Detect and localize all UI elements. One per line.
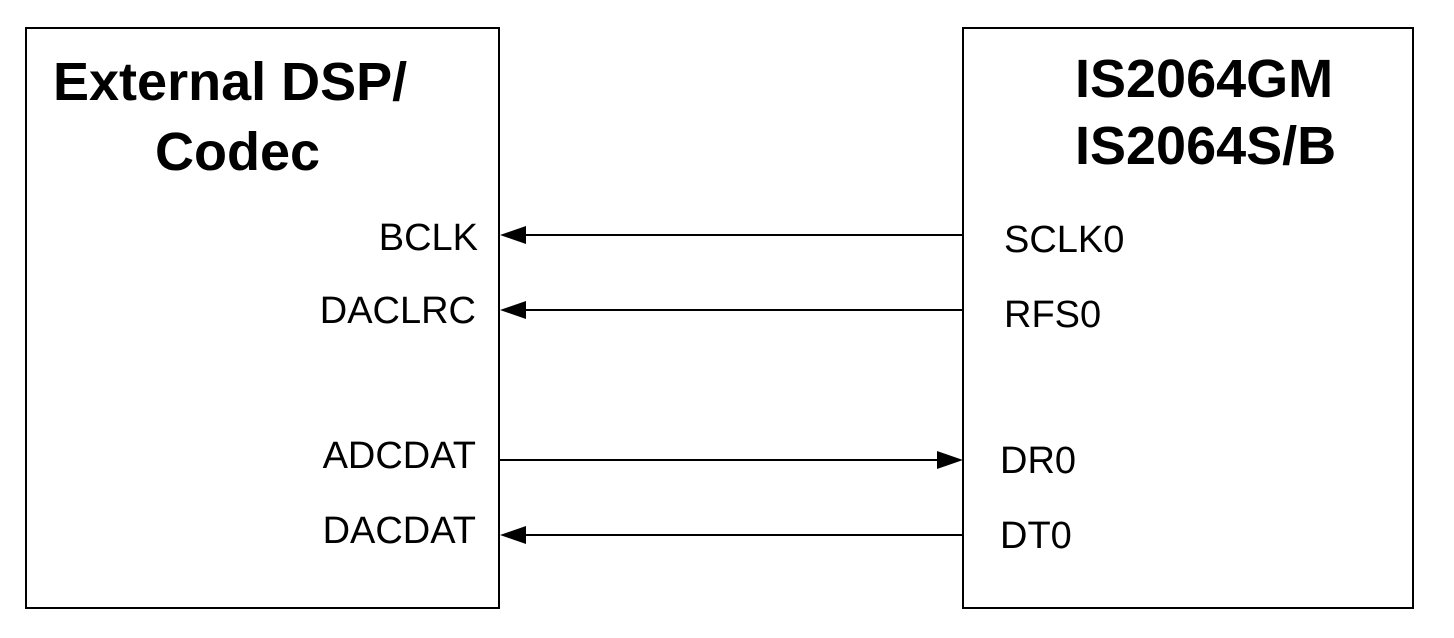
arrowhead-daclrc (500, 301, 526, 319)
pin-label-adcdat: ADCDAT (323, 435, 476, 477)
arrowhead-dr0 (937, 451, 963, 469)
arrowhead-bclk (500, 226, 526, 244)
pin-label-bclk: BCLK (379, 217, 478, 259)
pin-label-rfs0: RFS0 (1004, 294, 1101, 336)
pin-label-daclrc: DACLRC (320, 290, 476, 332)
external-dsp-codec-box (25, 27, 500, 609)
signal-connections (499, 226, 963, 544)
pin-label-dacdat: DACDAT (323, 510, 476, 552)
external-dsp-title-line-2: Codec (155, 122, 320, 182)
arrowhead-dacdat (500, 526, 526, 544)
external-dsp-title-line-1: External DSP/ (53, 52, 407, 112)
pin-label-sclk0: SCLK0 (1004, 219, 1124, 261)
external-dsp-codec-block: External DSP/ Codec BCLK DACLRC ADCDAT D… (25, 27, 500, 609)
is2064-block: IS2064GM IS2064S/B SCLK0 RFS0 DR0 DT0 (962, 27, 1414, 609)
is2064-title-line-1: IS2064GM (1075, 49, 1333, 109)
is2064-box (962, 27, 1414, 609)
pin-label-dt0: DT0 (1000, 515, 1072, 557)
is2064-title-line-2: IS2064S/B (1075, 116, 1336, 176)
pin-label-dr0: DR0 (1000, 440, 1076, 482)
